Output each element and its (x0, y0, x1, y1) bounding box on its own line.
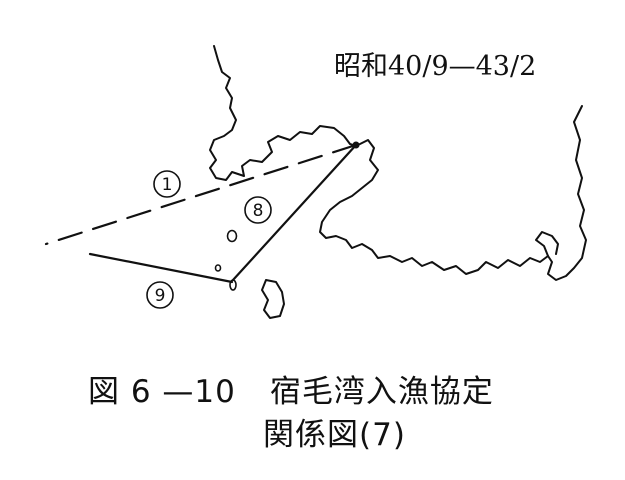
islet-middle (214, 264, 222, 272)
figure-number: 図 6 —10 (88, 374, 236, 410)
area-marker-1: 1 (153, 170, 181, 198)
figure-caption-line1: 図 6 —10 宿毛湾入漁協定 (88, 366, 494, 411)
boundary-line-headland-to-islet (231, 143, 358, 282)
area-marker-9: 9 (146, 281, 174, 309)
figure-caption-line2: 関係図(7) (263, 417, 406, 453)
period-label: 昭和40/9—43/2 (334, 51, 537, 82)
coastline-east-bay (535, 231, 559, 257)
islet-north (226, 229, 238, 243)
coastline-south-island (261, 279, 285, 319)
area-marker-8: 8 (244, 196, 272, 224)
coastline-west-peninsula (209, 45, 587, 281)
boundary-line-west (88, 252, 234, 284)
area-marker-8-label: 8 (253, 201, 264, 221)
figure-title: 宿毛湾入漁協定 (269, 374, 494, 410)
area-marker-9-label: 9 (155, 286, 166, 306)
boundary-line-dashed (44, 143, 358, 246)
headland-point (352, 141, 360, 149)
area-marker-1-label: 1 (162, 175, 173, 195)
